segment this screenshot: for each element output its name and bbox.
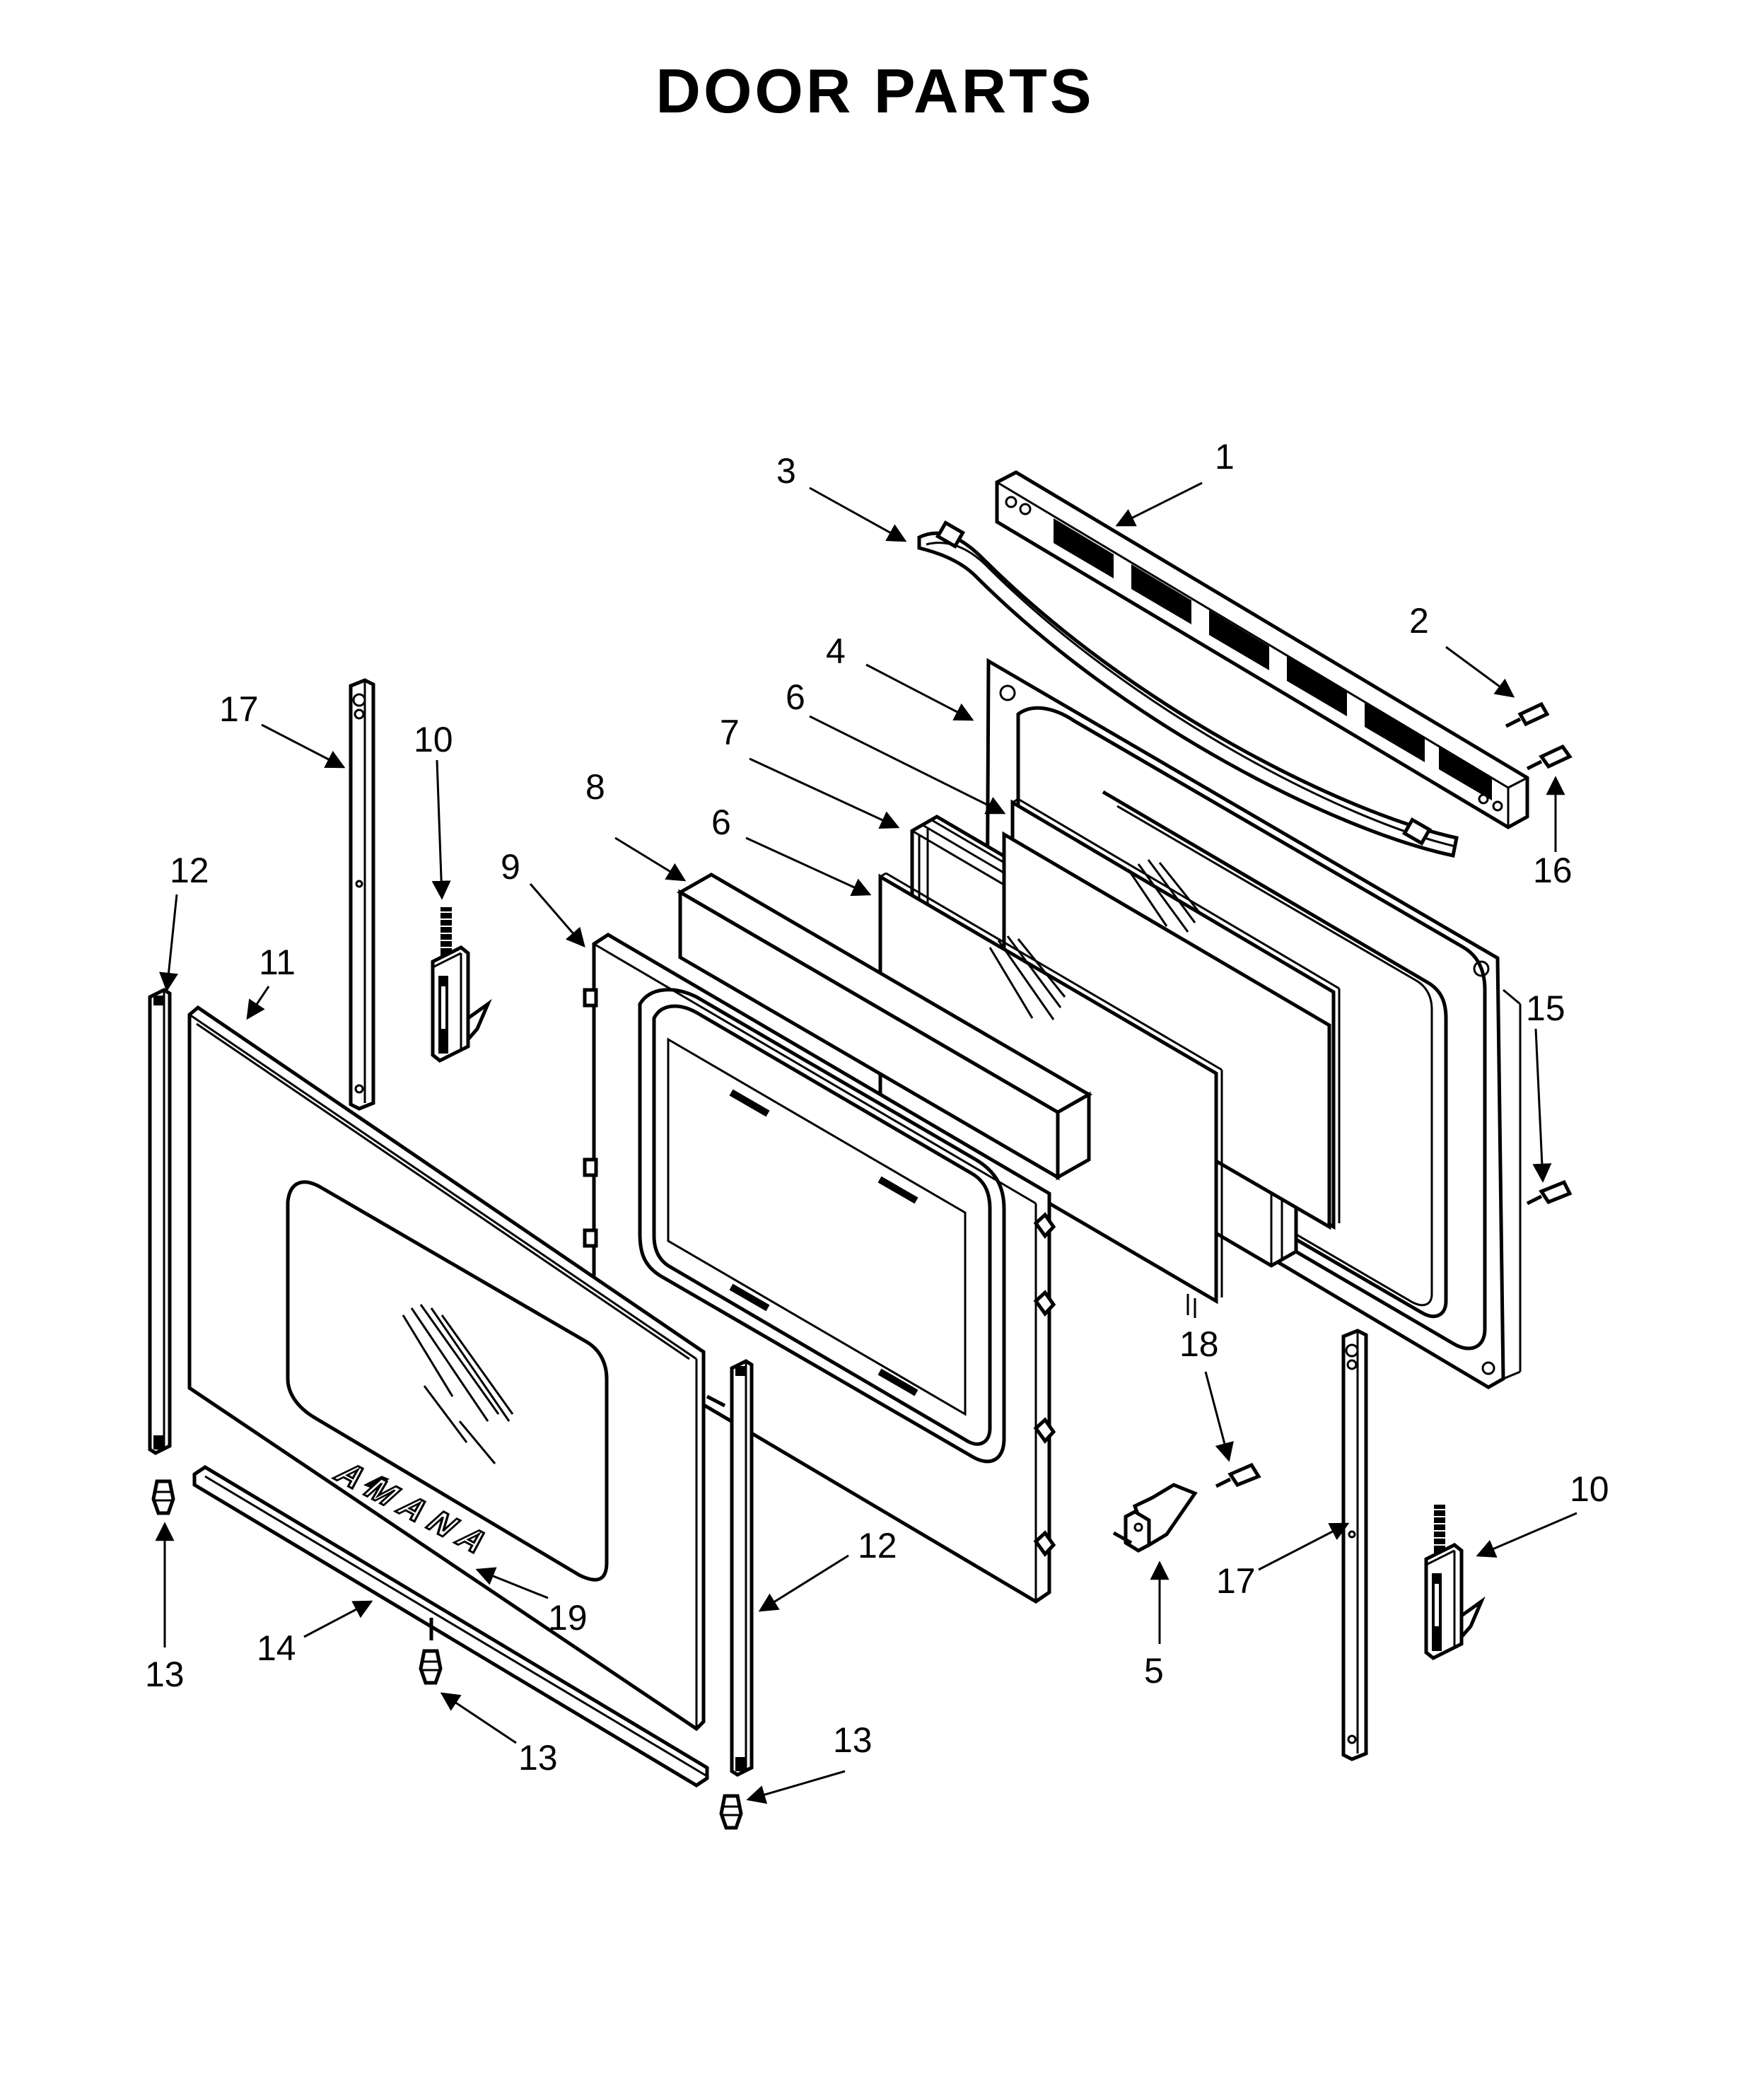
callout-3: 3 — [776, 451, 796, 491]
part-side-trim-right — [706, 1359, 754, 1777]
callout-17-left: 17 — [219, 689, 259, 729]
callout-13-left: 13 — [145, 1655, 185, 1694]
callout-8: 8 — [585, 767, 605, 807]
screw-part-15 — [1526, 1179, 1573, 1206]
callout-10-right: 10 — [1570, 1469, 1609, 1509]
callout-15: 15 — [1526, 988, 1565, 1028]
part-hinge-receptacle-left — [349, 678, 375, 1111]
callout-17-right: 17 — [1216, 1561, 1256, 1601]
part-insulation — [676, 873, 1093, 1181]
part-bottom-trim — [192, 1465, 709, 1787]
callout-12-right: 12 — [858, 1526, 897, 1565]
part-side-trim-left — [148, 988, 172, 1455]
part-hinge-left — [431, 907, 492, 1063]
callout-2: 2 — [1409, 601, 1429, 641]
callout-10-left: 10 — [414, 720, 453, 759]
screw-part-2 — [1505, 701, 1550, 728]
callout-9: 9 — [501, 847, 520, 887]
callout-4: 4 — [826, 631, 846, 671]
leader-lines — [155, 482, 1577, 1804]
callout-7: 7 — [720, 713, 740, 752]
screw-part-13-left — [151, 1479, 175, 1515]
callout-19: 19 — [548, 1598, 588, 1638]
callout-1: 1 — [1215, 437, 1235, 477]
callout-6-upper: 6 — [786, 677, 805, 717]
part-hinge-receptacle-right — [1341, 1329, 1368, 1761]
callout-13-right: 13 — [833, 1720, 873, 1760]
part-hinge-right — [1424, 1505, 1486, 1660]
callout-16: 16 — [1533, 851, 1573, 890]
callout-labels: 1 2 3 4 5 6 6 7 8 9 10 10 11 12 12 13 13… — [145, 437, 1609, 1778]
callout-13-middle: 13 — [518, 1738, 558, 1778]
callout-11: 11 — [259, 943, 296, 982]
screw-part-13-middle — [419, 1649, 443, 1685]
callout-18: 18 — [1179, 1324, 1219, 1364]
callout-6-lower: 6 — [711, 803, 731, 842]
part-door-bracket — [1112, 1483, 1198, 1553]
callout-14: 14 — [257, 1628, 296, 1668]
part-door-handle — [917, 520, 1459, 858]
callout-12-left: 12 — [170, 851, 209, 890]
screw-part-18 — [1215, 1462, 1261, 1488]
screw-part-16 — [1526, 744, 1573, 771]
screw-part-13-right — [719, 1794, 743, 1830]
callout-5: 5 — [1144, 1651, 1164, 1691]
part-vent-trim — [995, 470, 1529, 829]
page-title: DOOR PARTS — [655, 56, 1095, 126]
